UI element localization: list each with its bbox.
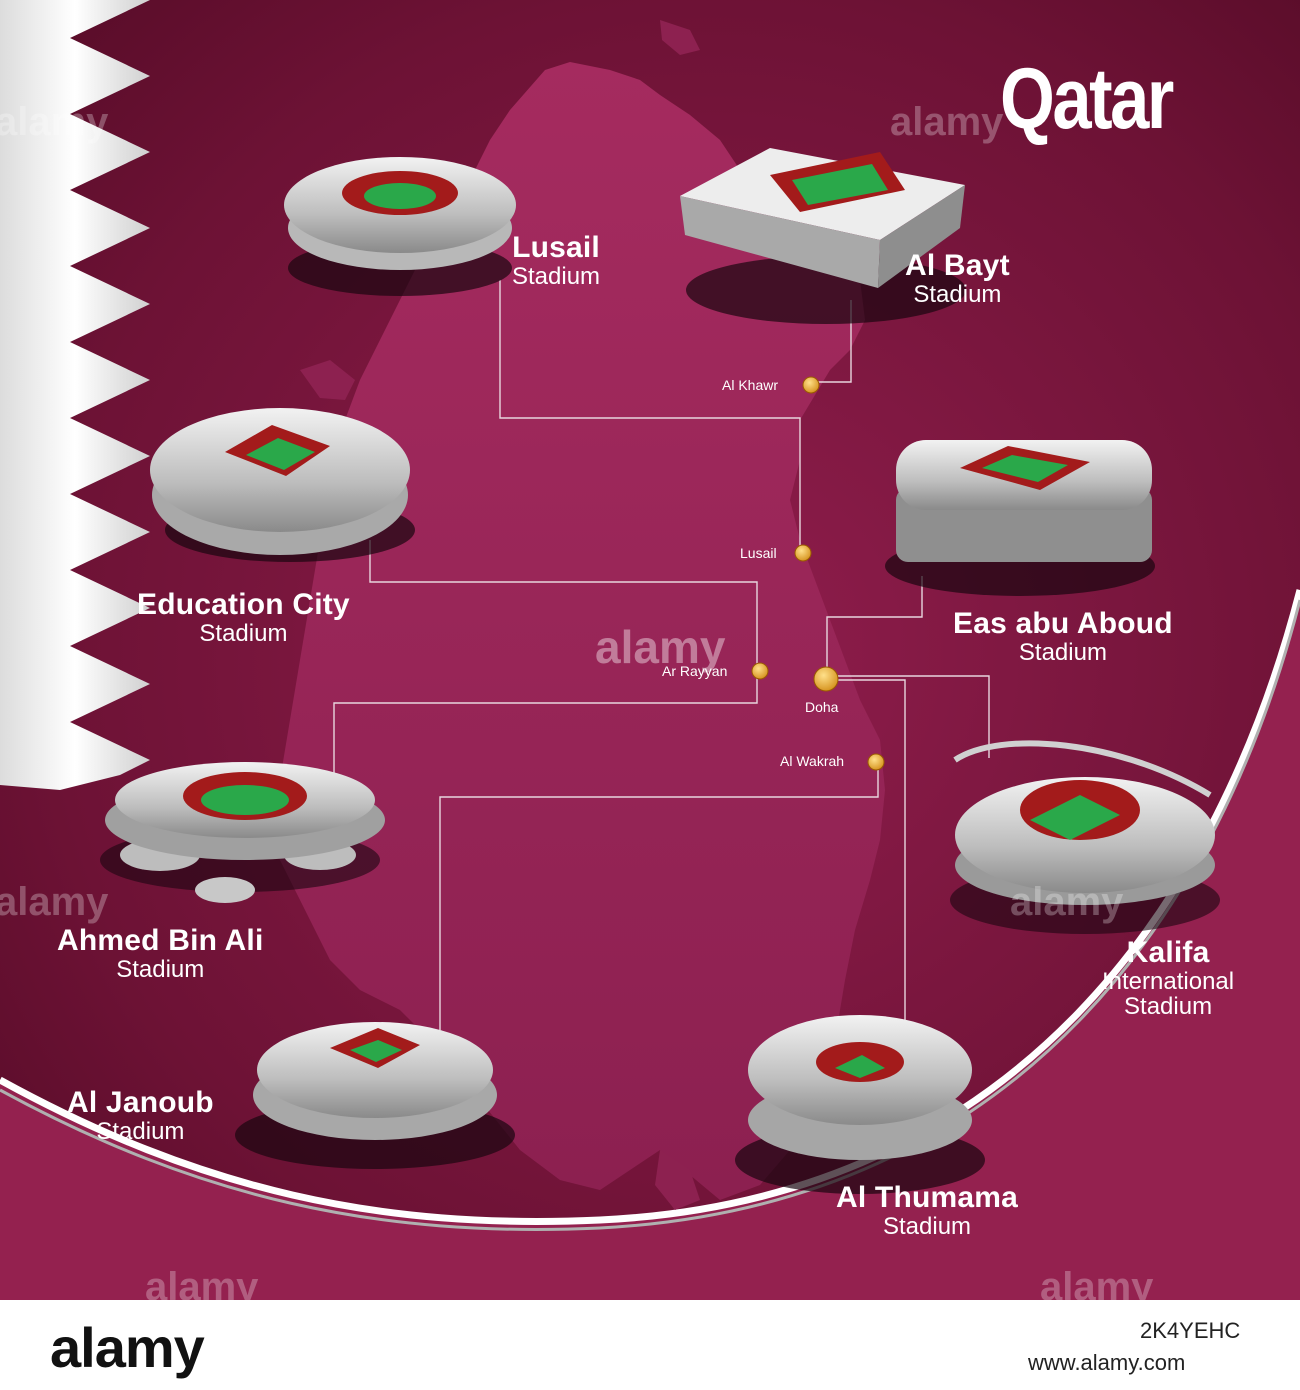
- lusail-stadium-icon: [284, 157, 516, 296]
- watermark: alamy: [1010, 880, 1124, 924]
- connector-lines: [333, 280, 990, 1030]
- stadium-name: Al Bayt: [905, 249, 1010, 282]
- island-north: [660, 20, 700, 55]
- stadium-label-al-janoub: Al Janoub Stadium: [67, 1087, 214, 1144]
- island-west: [300, 360, 355, 400]
- stadium-subtitle: Stadium: [882, 1212, 972, 1240]
- al-bayt-stadium-icon: [680, 148, 966, 324]
- stadium-subtitle: Stadium: [96, 1117, 185, 1145]
- stadium-name: Al Janoub: [67, 1086, 214, 1119]
- stadium-name: Kalifa: [1126, 936, 1210, 969]
- island-south: [655, 1150, 700, 1210]
- footer-bar: [0, 1300, 1300, 1390]
- watermark: alamy: [0, 880, 109, 924]
- image-id: 2K4YEHC: [1140, 1318, 1241, 1343]
- lower-sweep: [0, 590, 1300, 1300]
- doha-marker: [813, 666, 839, 692]
- stadium-label-al-bayt: Al Bayt Stadium: [905, 250, 1010, 307]
- al-janoub-stadium-icon: [235, 1022, 515, 1169]
- stadium-name: Ahmed Bin Ali: [57, 924, 264, 957]
- al-wakrah-marker: [867, 753, 885, 771]
- stadium-subtitle: Stadium: [1018, 638, 1107, 666]
- stadium-name: Al Thumama: [836, 1181, 1019, 1214]
- map-canvas: alamy alamy alamy alamy alamy alamy alam…: [0, 0, 1300, 1300]
- watermark: alamy: [890, 100, 1004, 144]
- flag-band: [0, 0, 150, 790]
- stadium-subtitle: Stadium: [116, 955, 205, 983]
- stadium-subtitle: Stadium: [512, 262, 601, 290]
- footer-url: www.alamy.com: [1028, 1350, 1186, 1375]
- watermark: alamy: [145, 1265, 259, 1300]
- al-thumama-stadium-icon: [735, 1015, 985, 1194]
- stadium-label-ahmed-bin-ali: Ahmed Bin Ali Stadium: [57, 925, 264, 982]
- city-label-ar-rayyan: Ar Rayyan: [662, 663, 728, 679]
- stadium-label-kalifa: Kalifa International Stadium: [1102, 937, 1234, 1019]
- page-title: Qatar: [1000, 51, 1174, 147]
- watermark: alamy: [0, 100, 109, 144]
- stadium-subtitle: International: [1102, 967, 1235, 995]
- stadium-name: Eas abu Aboud: [953, 607, 1173, 640]
- al-khawr-marker: [802, 376, 820, 394]
- stadium-label-eas-abu-aboud: Eas abu Aboud Stadium: [953, 608, 1173, 665]
- footer-logo: alamy: [50, 1316, 205, 1379]
- ahmed-bin-ali-stadium-icon: [100, 762, 385, 903]
- kalifa-stadium-icon: [950, 740, 1220, 934]
- city-label-doha: Doha: [805, 699, 839, 715]
- watermark: alamy: [1040, 1265, 1154, 1300]
- lusail-marker: [794, 544, 812, 562]
- education-city-stadium-icon: [150, 408, 415, 562]
- qatar-peninsula: [270, 62, 885, 1200]
- map-graphic: [0, 0, 1300, 1300]
- city-label-lusail: Lusail: [740, 545, 777, 561]
- stadium-subtitle: Stadium: [913, 280, 1002, 308]
- city-label-al-khawr: Al Khawr: [722, 377, 779, 393]
- ar-rayyan-marker: [751, 662, 769, 680]
- stadium-label-lusail: Lusail Stadium: [512, 232, 600, 289]
- stadium-subtitle-2: Stadium: [1124, 992, 1213, 1020]
- watermark: alamy: [595, 621, 726, 673]
- stadium-label-al-thumama: Al Thumama Stadium: [836, 1182, 1018, 1239]
- stadium-subtitle: Stadium: [199, 619, 288, 647]
- eas-abu-aboud-stadium-icon: [885, 440, 1155, 596]
- stadium-name: Lusail: [512, 231, 600, 264]
- stadium-name: Education City: [137, 588, 350, 621]
- city-label-al-wakrah: Al Wakrah: [780, 753, 845, 769]
- stadium-label-education-city: Education City Stadium: [137, 589, 350, 646]
